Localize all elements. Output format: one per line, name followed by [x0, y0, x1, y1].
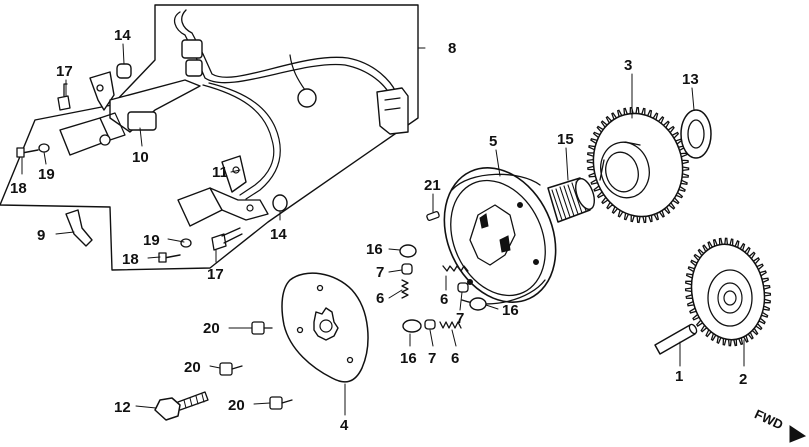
part-19-washer-lower — [180, 238, 192, 248]
callout-20-middle: 20 — [184, 359, 201, 376]
forward-direction-arrow: FWD — [752, 406, 807, 443]
part-14-collar-upper — [116, 63, 132, 79]
part-20-screw-bottom — [269, 396, 293, 410]
callout-15: 15 — [557, 131, 574, 148]
callout-10: 10 — [132, 149, 149, 166]
callout-12: 12 — [114, 399, 131, 416]
part-1-reduction-shaft — [654, 323, 698, 355]
part-6-spring-upper — [401, 279, 409, 299]
part-21-dowel-pin — [426, 211, 440, 221]
part-4-clutch-plate — [281, 272, 369, 383]
part-20-screw-top — [251, 321, 273, 335]
callout-9: 9 — [37, 227, 45, 244]
part-11-pulser-generator — [177, 155, 269, 227]
callout-18-left: 18 — [10, 180, 27, 197]
part-19-washer-left — [38, 143, 50, 153]
callout-19-left: 19 — [38, 166, 55, 183]
callout-7-upper: 7 — [376, 264, 384, 281]
part-16-roller-upper — [399, 244, 417, 258]
callout-16-lower: 16 — [400, 350, 417, 367]
callout-16-upper: 16 — [366, 241, 383, 258]
callout-3: 3 — [624, 57, 632, 74]
callout-20-top: 20 — [203, 320, 220, 337]
part-5-clutch-outer — [443, 167, 557, 305]
part-2-reduction-gear — [684, 237, 772, 347]
leader-lines — [21, 43, 745, 416]
callout-1: 1 — [675, 368, 683, 385]
part-12-flange-bolt — [154, 391, 209, 421]
callout-16-middle: 16 — [502, 302, 519, 319]
part-6-spring-lower — [439, 321, 462, 329]
callout-19-lower: 19 — [143, 232, 160, 249]
callout-13: 13 — [682, 71, 699, 88]
callout-17-upper: 17 — [56, 63, 73, 80]
callout-7-lower: 7 — [428, 350, 436, 367]
part-20-screw-middle — [219, 362, 243, 376]
callout-labels: 14 17 8 10 11 18 19 9 14 19 18 17 3 13 5… — [10, 27, 747, 434]
callout-6-lower: 6 — [451, 350, 459, 367]
callout-20-bottom: 20 — [228, 397, 245, 414]
part-7-plunger-middle — [457, 282, 469, 293]
part-10-pulser-bracket — [59, 71, 201, 156]
part-18-screw-left — [16, 147, 39, 158]
part-18-screw-lower — [158, 252, 181, 263]
callout-14-upper: 14 — [114, 27, 131, 44]
fwd-label: FWD — [752, 406, 785, 432]
part-7-plunger-lower — [424, 319, 436, 330]
part-17-bolt-lower — [211, 227, 243, 251]
callout-14-lower: 14 — [270, 226, 287, 243]
callout-8: 8 — [448, 40, 456, 57]
callout-6-upper: 6 — [376, 290, 384, 307]
assembly-8-outline — [0, 4, 419, 271]
callout-17-lower: 17 — [207, 266, 224, 283]
part-16-roller-lower — [402, 319, 422, 333]
part-15-needle-bearing — [547, 177, 595, 223]
part-6-spring-middle — [442, 265, 469, 272]
callout-4: 4 — [340, 417, 349, 434]
part-13-thrust-washer — [680, 109, 712, 159]
callout-2: 2 — [739, 371, 747, 388]
callout-21: 21 — [424, 177, 441, 194]
part-17-bolt-upper — [57, 83, 71, 111]
wiring-harness — [173, 9, 409, 200]
callout-5: 5 — [489, 133, 497, 150]
part-7-plunger-upper — [401, 263, 413, 275]
part-9-clamp — [65, 209, 93, 247]
callout-7-middle: 7 — [456, 310, 464, 327]
part-3-driven-gear — [586, 106, 690, 224]
callout-11: 11 — [212, 164, 228, 181]
part-14-collar-lower — [272, 194, 288, 212]
callout-18-lower: 18 — [122, 251, 139, 268]
callout-6-middle: 6 — [440, 291, 448, 308]
part-16-roller-middle — [469, 297, 487, 311]
